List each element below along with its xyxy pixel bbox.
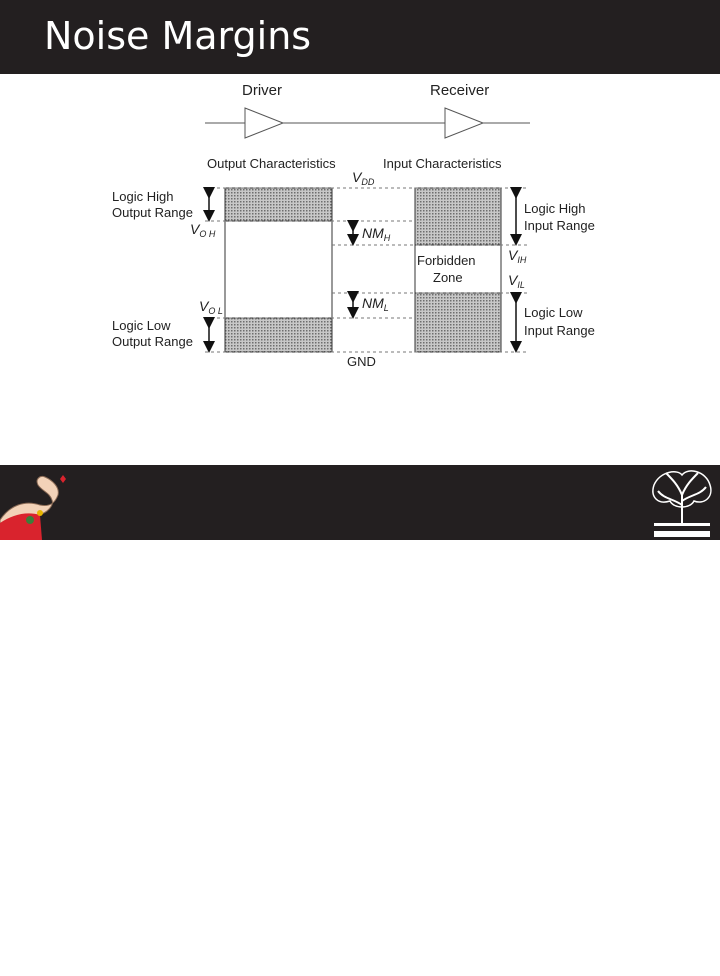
logic-high-output-label-1: Logic High	[112, 189, 173, 204]
vdd-label: VDD	[352, 169, 375, 187]
output-characteristics-label: Output Characteristics	[207, 156, 336, 171]
receiver-buffer	[444, 107, 485, 139]
logic-high-input-label-2: Input Range	[524, 218, 595, 233]
logic-low-input-label-1: Logic Low	[524, 305, 583, 320]
flexing-arm-logo	[0, 475, 66, 540]
driver-label: Driver	[242, 82, 282, 99]
noise-margin-diagram: Driver Receiver Output Characteristics I…	[112, 82, 595, 369]
footer-page-number: Lecture 1 <13>	[517, 962, 613, 976]
driver-buffer	[244, 107, 285, 139]
logic-high-output-label-2: Output Range	[112, 205, 193, 220]
logic-low-input-label-2: Input Range	[524, 323, 595, 338]
output-high-range	[224, 187, 333, 222]
receiver-label: Receiver	[430, 82, 489, 99]
vol-label: VO L	[199, 298, 223, 316]
input-characteristics-label: Input Characteristics	[383, 156, 502, 171]
title-bar: Noise Margins	[0, 0, 720, 74]
output-low-range	[224, 317, 333, 353]
forbidden-zone-label-2: Zone	[433, 270, 463, 285]
voh-label: VO H	[190, 221, 216, 239]
nml-label: NML	[362, 295, 389, 313]
logic-low-output-label-1: Logic Low	[112, 318, 171, 333]
input-high-range	[414, 187, 502, 246]
input-low-range	[414, 292, 502, 353]
footer-book-title: Digital Design and Computer Architecture…	[109, 962, 503, 976]
vih-label: VIH	[508, 247, 527, 265]
logic-high-input-label-1: Logic High	[524, 201, 585, 216]
gnd-label: GND	[347, 354, 376, 369]
publisher-logo	[650, 469, 714, 537]
footer-bar: Digital Design and Computer Architecture…	[0, 465, 720, 976]
forbidden-zone-label-1: Forbidden	[417, 253, 476, 268]
logic-low-output-label-2: Output Range	[112, 334, 193, 349]
nmh-label: NMH	[362, 225, 391, 243]
slide-title: Noise Margins	[44, 14, 312, 58]
vil-label: VIL	[508, 272, 525, 290]
